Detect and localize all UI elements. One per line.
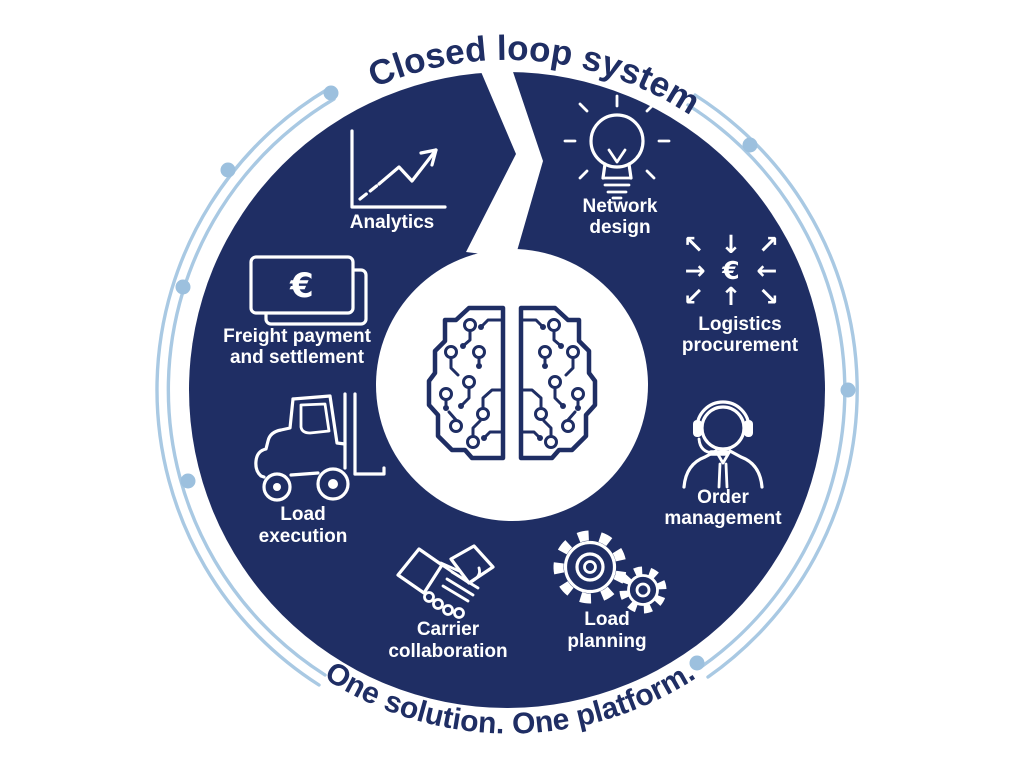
ring-item-label: Load xyxy=(280,504,325,525)
orbit-dot xyxy=(180,473,196,489)
orbit-arc xyxy=(693,93,859,679)
ring-item-logistics-procurement: ↖ ↓ ↗ → € ← ↙ ↑ ↘ Logistics procurement xyxy=(682,230,799,356)
euro-symbol: € xyxy=(289,266,314,306)
ring-item-carrier-collaboration: Carrier collaboration xyxy=(388,544,508,662)
bulb-rays xyxy=(563,94,671,180)
ring-item-label: Logistics xyxy=(698,314,781,335)
lightbulb-icon xyxy=(563,94,671,200)
orbit-dot xyxy=(840,382,856,398)
orbit-arc xyxy=(166,97,336,677)
forklift-icon xyxy=(254,392,386,502)
orbit-dot xyxy=(742,137,758,153)
ring-item-label: Freight payment xyxy=(223,326,371,347)
ring-item-load-planning: Load planning xyxy=(553,530,667,652)
arrow-row: ↙ ↑ ↘ xyxy=(683,282,783,311)
orbit-arc xyxy=(686,103,847,669)
arrow-row: → € ← xyxy=(685,256,782,285)
ring-item-label: design xyxy=(589,217,650,238)
handshake-icon xyxy=(396,544,495,619)
banknote-euro-icon: € xyxy=(249,255,368,326)
ring-notch xyxy=(466,60,543,258)
line-chart-icon xyxy=(350,129,447,209)
orbit-dot xyxy=(220,162,236,178)
orbit-dot xyxy=(175,279,191,295)
ring-item-label: Analytics xyxy=(350,212,434,233)
orbit-dot xyxy=(323,85,339,101)
ring-item-load-execution: Load execution xyxy=(254,392,386,547)
ring-item-label: execution xyxy=(259,526,348,547)
support-agent-icon xyxy=(682,400,764,489)
ring-item-label: Order xyxy=(697,487,749,508)
arrow-row: ↖ ↓ ↗ xyxy=(683,230,783,259)
ring-item-label: collaboration xyxy=(388,641,507,662)
center-circle xyxy=(376,249,648,521)
orbit-dot xyxy=(689,655,705,671)
ring-item-network-design: Network design xyxy=(563,94,671,238)
orbit-arc xyxy=(155,87,330,687)
arrows-to-euro-icon: ↖ ↓ ↗ → € ← ↙ ↑ ↘ xyxy=(683,230,783,311)
ring-item-freight-payment: € Freight payment and settlement xyxy=(223,255,372,368)
ring-item-label: management xyxy=(664,508,782,529)
ring-item-label: planning xyxy=(567,631,646,652)
ring-item-label: procurement xyxy=(682,335,799,356)
ring-item-analytics: Analytics xyxy=(350,129,447,233)
ring-item-label: Carrier xyxy=(417,619,480,640)
gears-icon xyxy=(553,530,667,614)
ring-item-label: Network xyxy=(583,196,658,217)
ring-item-label: and settlement xyxy=(230,347,365,368)
ring-item-label: Load xyxy=(584,609,629,630)
ring-item-order-management: Order management xyxy=(664,400,782,529)
orbit-arcs xyxy=(155,85,859,687)
